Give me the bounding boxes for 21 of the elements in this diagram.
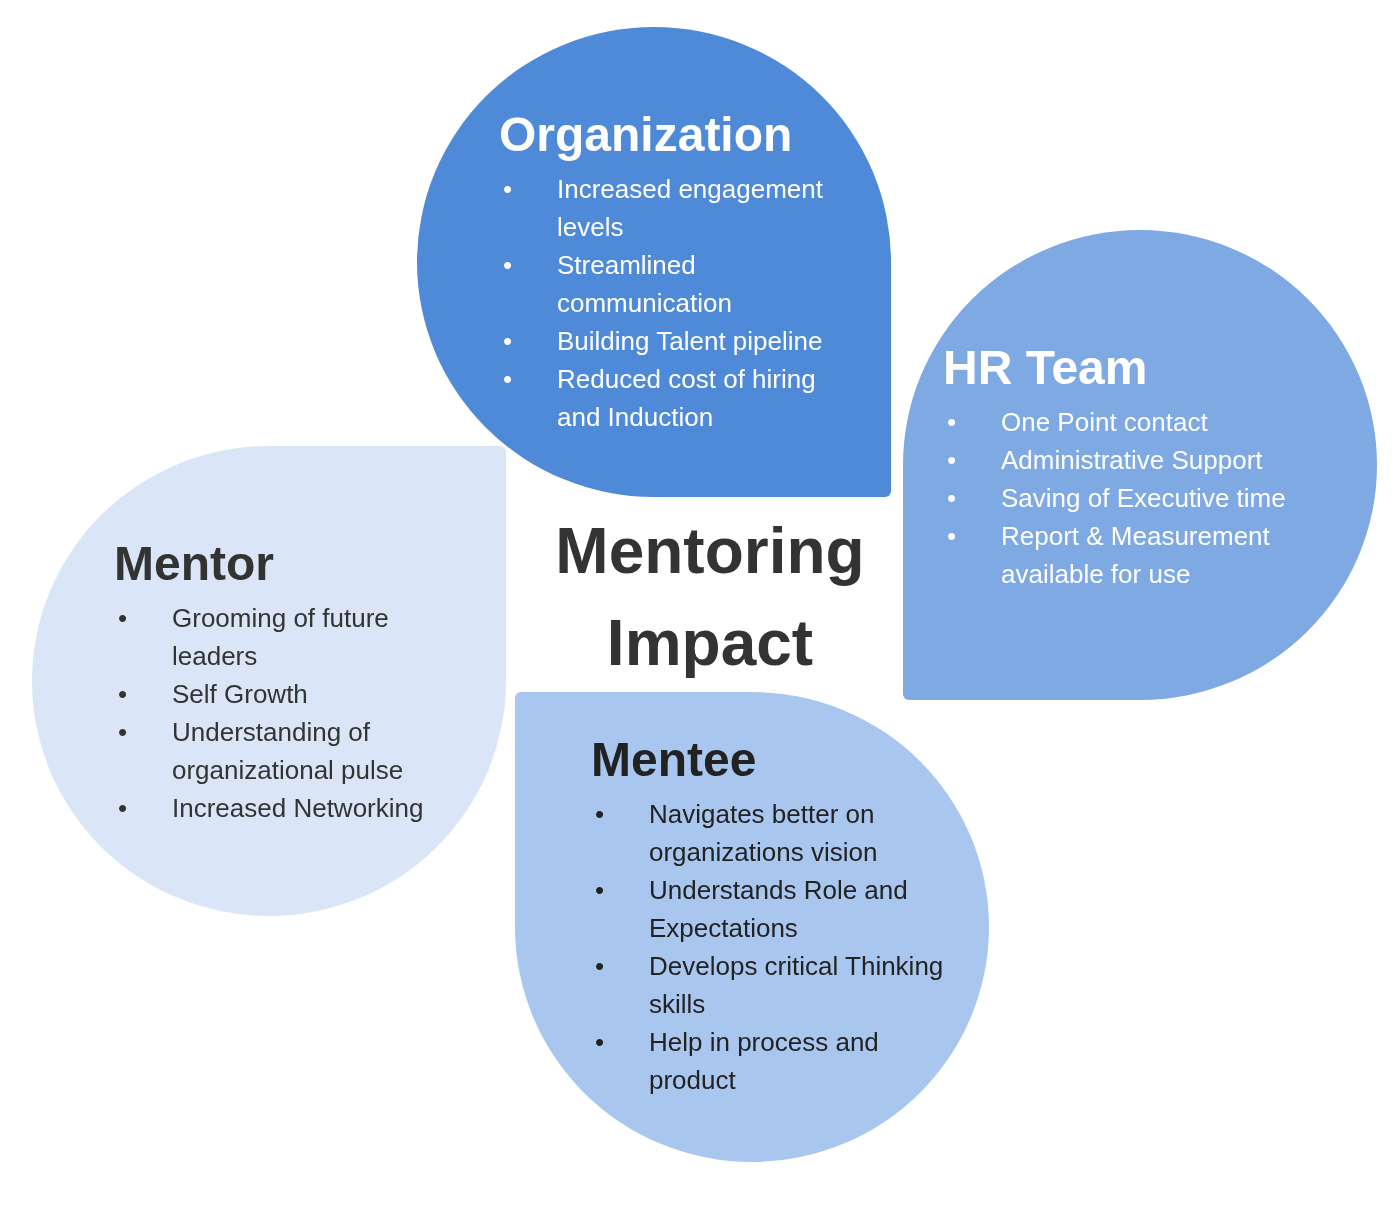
petal-heading: Mentee (591, 732, 758, 787)
bullet-item: • Reduced cost of hiring and Induction (502, 363, 817, 434)
bullet-item: • Understands Role and Expectations (594, 874, 909, 945)
petal-heading: HR Team (943, 340, 1149, 395)
diagram-title: Mentoring Impact (554, 514, 866, 681)
bullet-item: • Administrative Support (946, 444, 1264, 477)
bullet-item: • Develops critical Thinking skills (594, 950, 945, 1021)
bullet-item: • Building Talent pipeline (502, 325, 824, 358)
bullet-item: • Self Growth (117, 678, 309, 711)
bullet-item: • Increased engagement levels (502, 173, 824, 244)
bullet-item: • One Point contact (946, 406, 1209, 439)
bullet-item: • Increased Networking (117, 792, 425, 825)
bullet-item: • Help in process and product (594, 1026, 880, 1097)
bullet-item: • Saving of Executive time (946, 482, 1287, 515)
petal-heading: Organization (499, 107, 794, 162)
bullet-item: • Understanding of organizational pulse (117, 716, 405, 787)
bullet-item: • Navigates better on organizations vision (594, 798, 879, 869)
bullet-item: • Report & Measurement available for use (946, 520, 1271, 591)
bullet-item: • Grooming of future leaders (117, 602, 390, 673)
petal-heading: Mentor (114, 536, 275, 591)
bullet-item: • Streamlined communication (502, 249, 733, 320)
